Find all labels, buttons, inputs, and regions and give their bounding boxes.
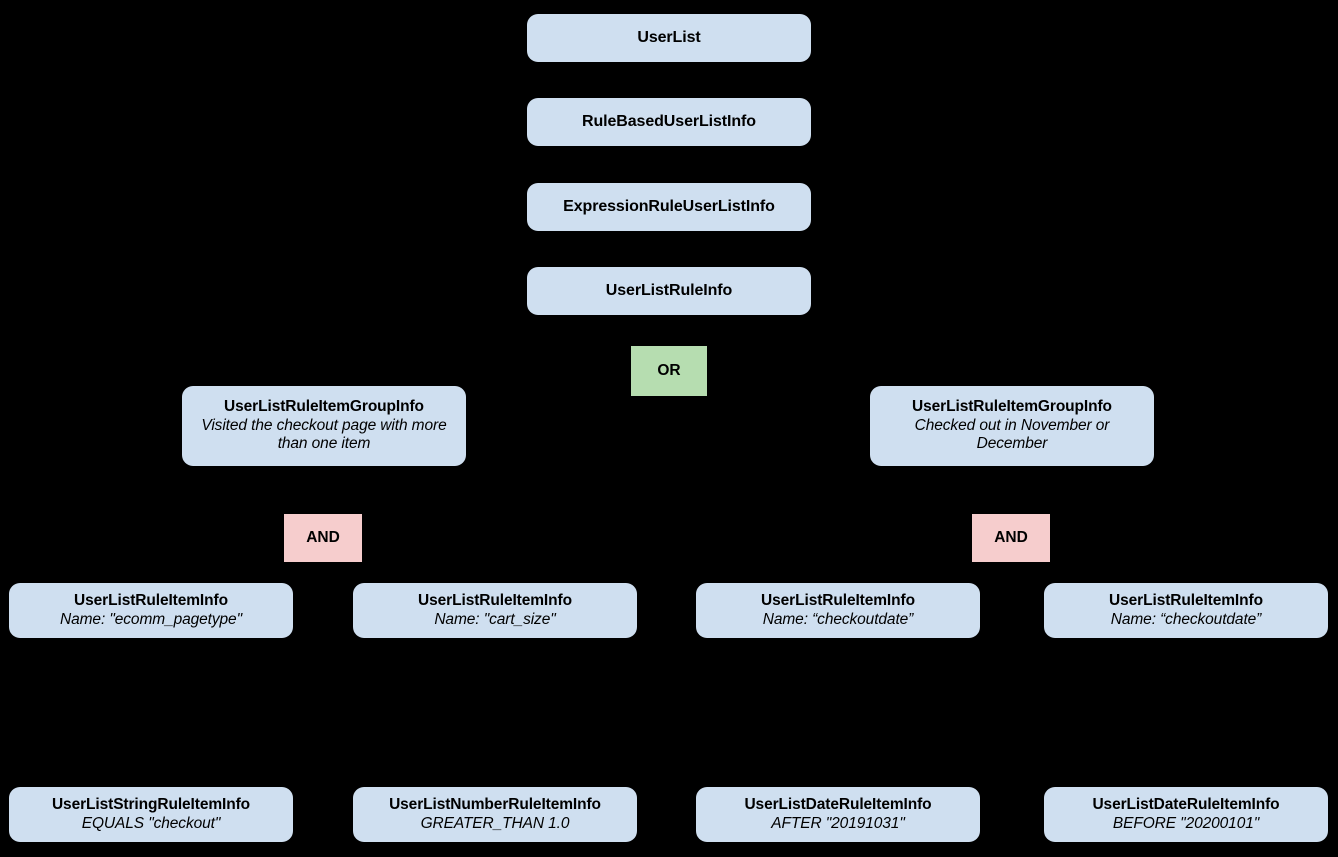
node-user-list-rule-info[interactable]: UserListRuleInfo [527,267,811,315]
node-user-list[interactable]: UserList [527,14,811,62]
operator-and-right[interactable]: AND [972,514,1050,562]
node-subtitle: Name: “checkoutdate” [762,610,914,628]
node-item-ecomm-pagetype[interactable]: UserListRuleItemInfo Name: "ecomm_pagety… [9,583,293,638]
node-title: UserListNumberRuleItemInfo [389,795,601,813]
node-title: RuleBasedUserListInfo [582,113,756,131]
node-leaf-date-rule-after[interactable]: UserListDateRuleItemInfo AFTER "20191031… [696,787,980,842]
node-rule-based-user-list-info[interactable]: RuleBasedUserListInfo [527,98,811,146]
node-leaf-date-rule-before[interactable]: UserListDateRuleItemInfo BEFORE "2020010… [1044,787,1328,842]
node-title: UserListRuleItemInfo [74,591,228,609]
node-title: UserList [637,29,701,47]
node-subtitle: Visited the checkout page with more than… [201,416,447,453]
node-group-left[interactable]: UserListRuleItemGroupInfo Visited the ch… [182,386,466,466]
node-leaf-number-rule[interactable]: UserListNumberRuleItemInfo GREATER_THAN … [353,787,637,842]
node-subtitle: Name: "ecomm_pagetype" [60,610,242,628]
node-title: UserListRuleItemInfo [418,591,572,609]
node-title: UserListRuleInfo [605,282,733,300]
node-subtitle: GREATER_THAN 1.0 [420,814,570,832]
node-subtitle: Name: “checkoutdate” [1110,610,1262,628]
operator-label: AND [994,529,1028,546]
node-subtitle: BEFORE "20200101" [1112,814,1260,832]
node-title: UserListRuleItemInfo [761,591,915,609]
node-title: UserListDateRuleItemInfo [1092,795,1280,813]
operator-label: OR [657,362,681,379]
node-item-cart-size[interactable]: UserListRuleItemInfo Name: "cart_size" [353,583,637,638]
node-title: UserListRuleItemInfo [1109,591,1263,609]
operator-label: AND [306,529,340,546]
node-title: ExpressionRuleUserListInfo [563,198,775,216]
node-subtitle: Name: "cart_size" [434,610,556,628]
node-subtitle: EQUALS "checkout" [81,814,221,832]
node-title: UserListDateRuleItemInfo [744,795,932,813]
operator-and-left[interactable]: AND [284,514,362,562]
node-title: UserListRuleItemGroupInfo [912,397,1112,415]
node-title: UserListStringRuleItemInfo [51,795,251,813]
node-item-checkoutdate-after[interactable]: UserListRuleItemInfo Name: “checkoutdate… [696,583,980,638]
node-subtitle: Checked out in November or December [914,416,1110,453]
node-title: UserListRuleItemGroupInfo [224,397,424,415]
node-leaf-string-rule[interactable]: UserListStringRuleItemInfo EQUALS "check… [9,787,293,842]
node-item-checkoutdate-before[interactable]: UserListRuleItemInfo Name: “checkoutdate… [1044,583,1328,638]
operator-or[interactable]: OR [631,346,707,396]
node-subtitle: AFTER "20191031" [771,814,905,832]
node-group-right[interactable]: UserListRuleItemGroupInfo Checked out in… [870,386,1154,466]
node-expression-rule-user-list-info[interactable]: ExpressionRuleUserListInfo [527,183,811,231]
